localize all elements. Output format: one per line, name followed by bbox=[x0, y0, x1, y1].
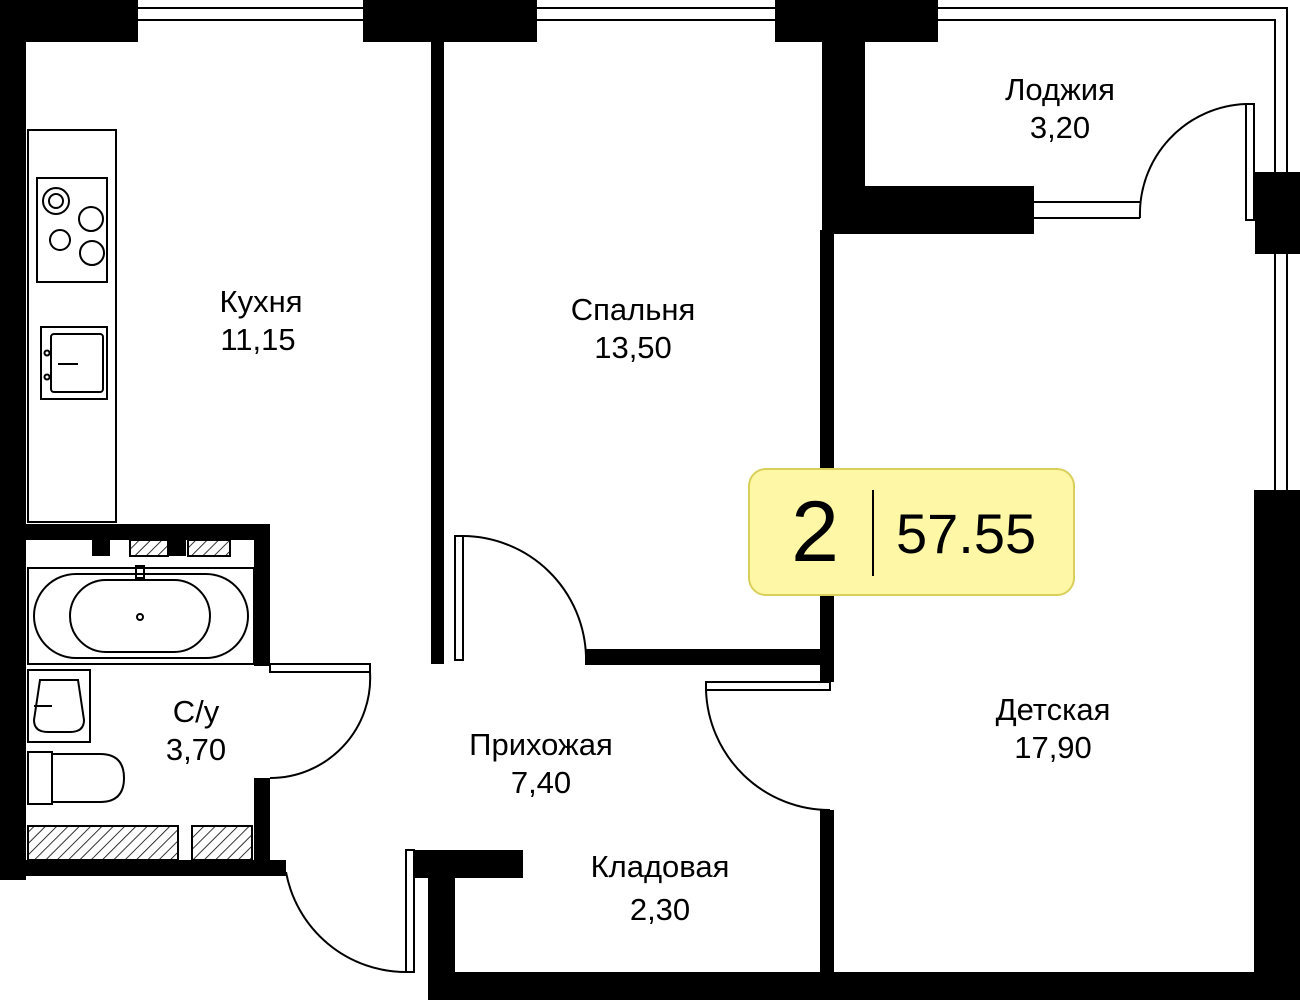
stove-icon bbox=[36, 177, 108, 283]
room-label-loggia: Лоджия bbox=[1005, 72, 1115, 107]
room-area-bedroom: 13,50 bbox=[594, 330, 672, 365]
apartment-summary-badge: 2 57.55 bbox=[748, 468, 1075, 596]
bathtub-icon bbox=[27, 565, 255, 665]
room-area-storage: 2,30 bbox=[629, 892, 691, 927]
kitchen-sink-icon bbox=[40, 326, 108, 400]
windows bbox=[138, 7, 1288, 492]
room-area-kids-room: 17,90 bbox=[1014, 730, 1092, 765]
doors bbox=[269, 103, 1255, 973]
washbasin-icon bbox=[27, 669, 91, 743]
room-count: 2 bbox=[791, 484, 839, 580]
partitions bbox=[27, 539, 253, 861]
room-area-bathroom: 3,70 bbox=[165, 732, 227, 767]
room-label-storage: Кладовая bbox=[590, 849, 730, 884]
badge-divider bbox=[872, 490, 874, 576]
room-label-kitchen: Кухня bbox=[219, 284, 303, 319]
toilet-icon bbox=[27, 751, 126, 805]
room-label-bedroom: Спальня bbox=[570, 292, 696, 327]
room-label-hallway: Прихожая bbox=[469, 727, 613, 762]
room-label-kids-room: Детская bbox=[995, 692, 1111, 727]
room-area-kitchen: 11,15 bbox=[220, 322, 296, 357]
total-area: 57.55 bbox=[896, 502, 1037, 565]
kitchen-counter bbox=[27, 129, 117, 523]
room-area-hallway: 7,40 bbox=[510, 765, 572, 800]
room-area-loggia: 3,20 bbox=[1029, 110, 1091, 145]
room-label-bathroom: С/у bbox=[172, 694, 220, 729]
